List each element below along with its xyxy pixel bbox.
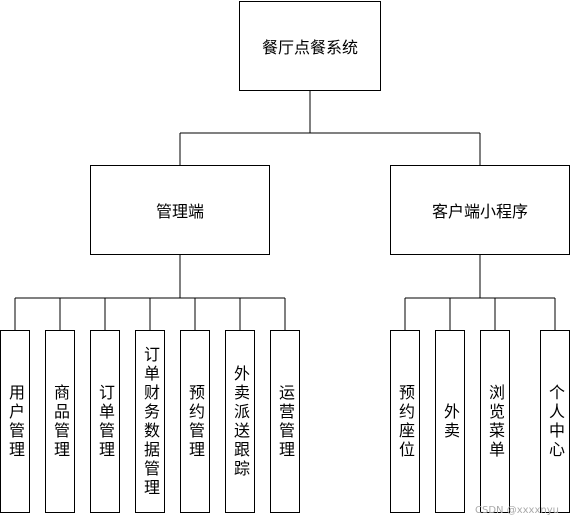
- leaf-node-label: 外卖派送跟踪: [231, 364, 250, 479]
- leaf-node-browse-menu: 浏览菜单: [480, 330, 510, 513]
- leaf-node-user-mgmt: 用户管理: [0, 330, 30, 513]
- leaf-node-label: 运营管理: [276, 383, 295, 460]
- leaf-node-operations-mgmt: 运营管理: [270, 330, 300, 513]
- leaf-node-seat-reservation: 预约座位: [390, 330, 420, 513]
- leaf-node-label: 订单财务数据管理: [141, 345, 160, 498]
- leaf-node-label: 用户管理: [6, 383, 25, 460]
- leaf-node-label: 订单管理: [96, 383, 115, 460]
- leaf-node-label: 商品管理: [51, 383, 70, 460]
- leaf-node-personal-center: 个人中心: [540, 330, 570, 513]
- leaf-node-label: 外卖: [441, 402, 460, 441]
- root-node: 餐厅点餐系统: [239, 1, 381, 91]
- leaf-node-label: 预约座位: [396, 383, 415, 460]
- leaf-node-reservation-mgmt: 预约管理: [180, 330, 210, 513]
- leaf-node-product-mgmt: 商品管理: [45, 330, 75, 513]
- leaf-node-label: 浏览菜单: [486, 383, 505, 460]
- branch-node-admin-label: 管理端: [155, 202, 204, 221]
- branch-node-client-label: 客户端小程序: [431, 202, 528, 221]
- branch-node-admin: 管理端: [90, 165, 270, 255]
- root-node-label: 餐厅点餐系统: [261, 38, 358, 57]
- leaf-node-order-mgmt: 订单管理: [90, 330, 120, 513]
- leaf-node-takeout: 外卖: [435, 330, 465, 513]
- leaf-node-order-finance-mgmt: 订单财务数据管理: [135, 330, 165, 513]
- watermark: CSDN @xxxxnyu: [475, 505, 559, 516]
- leaf-node-label: 预约管理: [186, 383, 205, 460]
- branch-node-client: 客户端小程序: [390, 165, 570, 255]
- leaf-node-label: 个人中心: [546, 383, 565, 460]
- leaf-node-delivery-tracking: 外卖派送跟踪: [225, 330, 255, 513]
